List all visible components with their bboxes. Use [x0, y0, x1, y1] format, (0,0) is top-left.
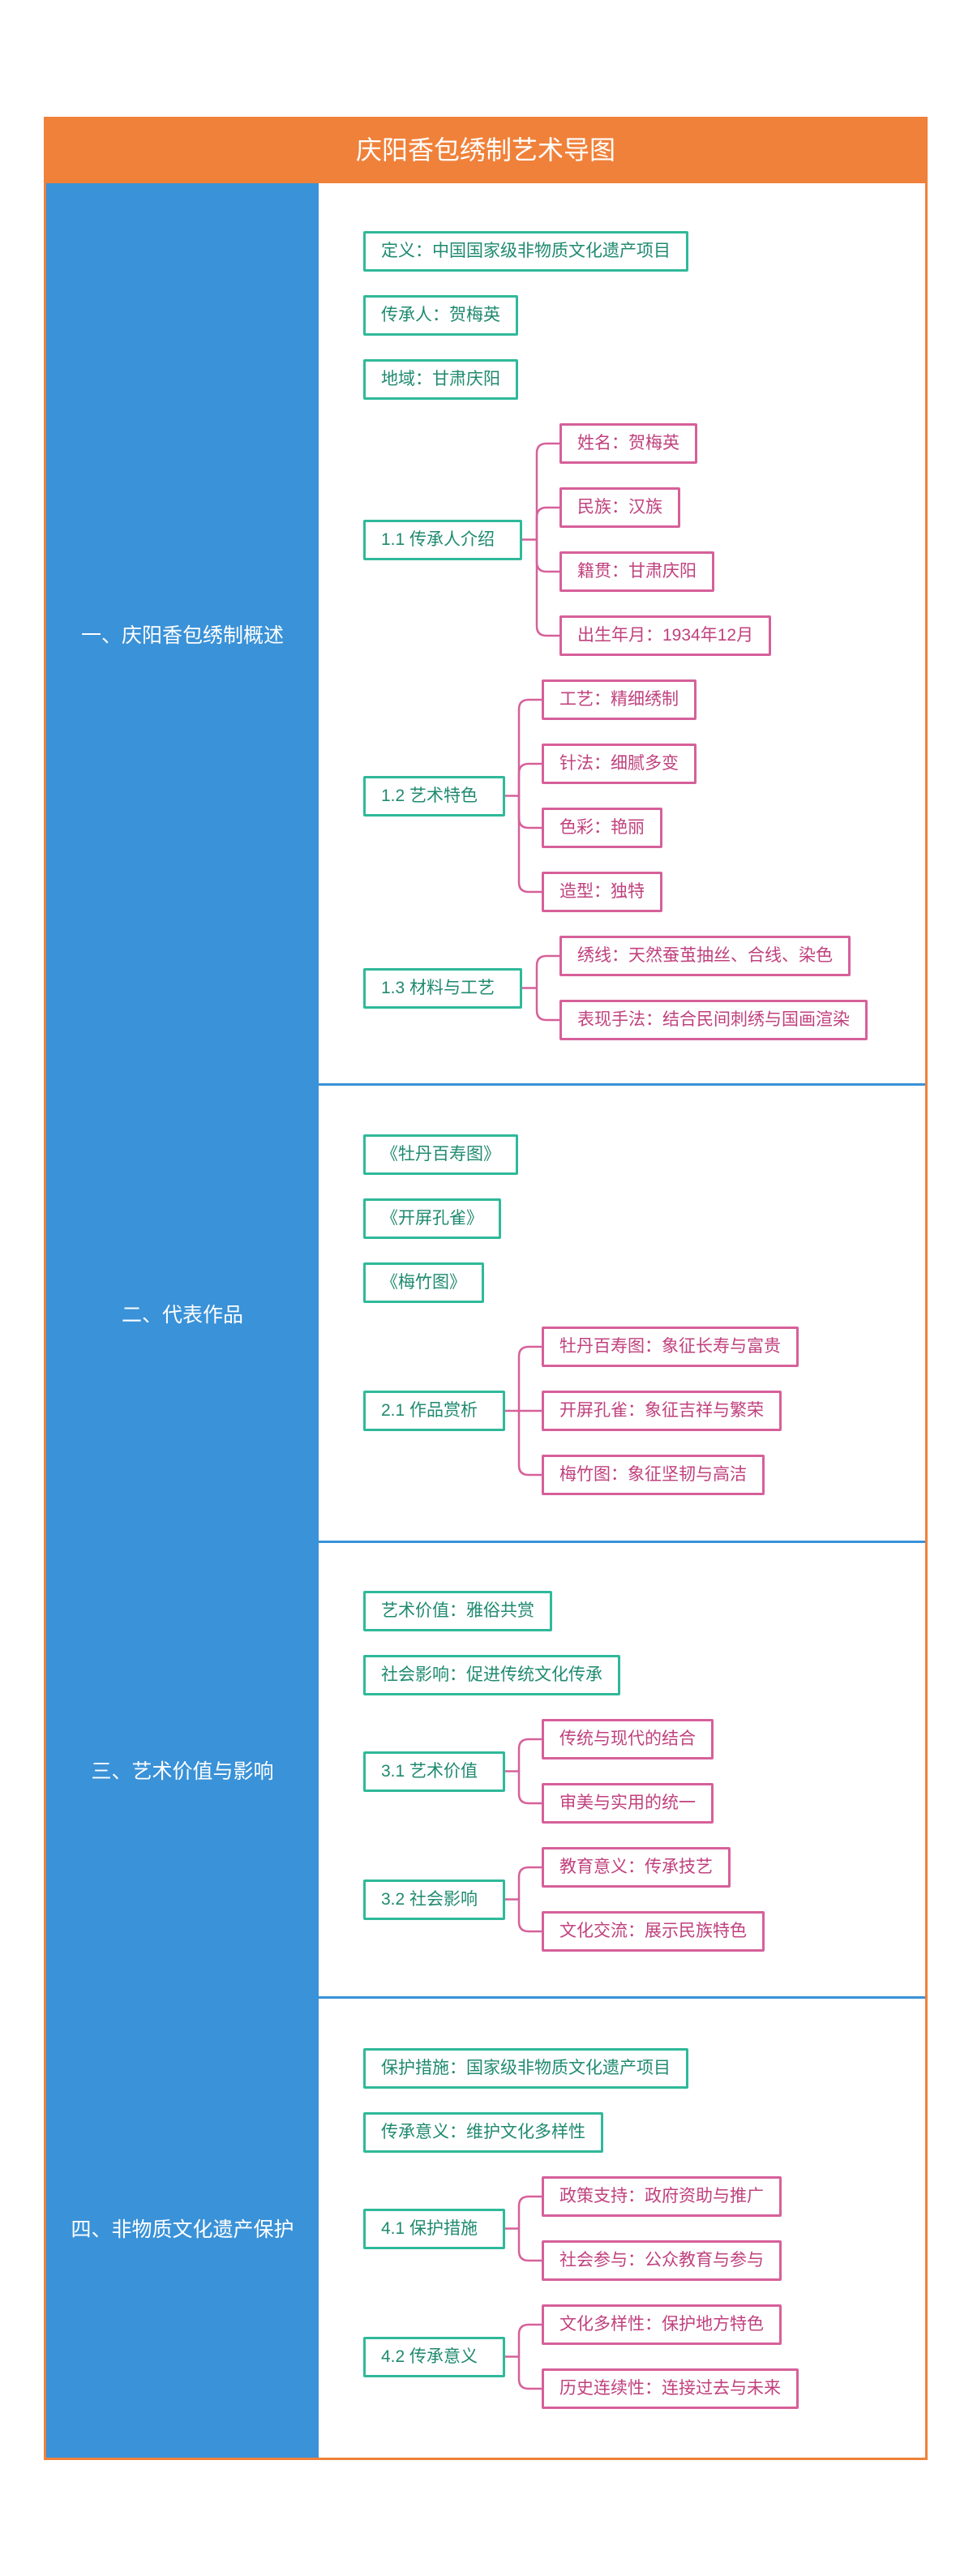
section-label[interactable]: 三、艺术价值与影响	[46, 1542, 319, 1998]
leaf-node[interactable]: 梅竹图：象征坚韧与高洁	[542, 1455, 765, 1495]
leaf-node[interactable]: 文化多样性：保护地方特色	[542, 2304, 782, 2345]
leaf-node[interactable]: 文化交流：展示民族特色	[542, 1911, 765, 1952]
leaf-node[interactable]: 色彩：艳丽	[542, 808, 662, 848]
leaf-node[interactable]: 审美与实用的统一	[542, 1783, 714, 1824]
topic-item[interactable]: 《开屏孔雀》	[363, 1198, 501, 1239]
leaf-node[interactable]: 民族：汉族	[559, 487, 680, 528]
leaf-node[interactable]: 传统与现代的结合	[542, 1719, 714, 1759]
topic-item[interactable]: 保护措施：国家级非物质文化遗产项目	[363, 2048, 688, 2089]
leaf-node[interactable]: 社会参与：公众教育与参与	[542, 2240, 782, 2281]
section-label[interactable]: 四、非物质文化遗产保护	[46, 1998, 319, 2458]
subtopic-node[interactable]: 1.1 传承人介绍	[363, 519, 522, 560]
leaf-node[interactable]: 历史连续性：连接过去与未来	[542, 2368, 799, 2409]
leaf-node[interactable]: 开屏孔雀：象征吉祥与繁荣	[542, 1391, 782, 1431]
topic-item[interactable]: 传承意义：维护文化多样性	[363, 2112, 603, 2153]
section-label[interactable]: 一、庆阳香包绣制概述	[46, 183, 319, 1085]
topic-item[interactable]: 社会影响：促进传统文化传承	[363, 1655, 620, 1695]
connector-line	[517, 2323, 542, 2357]
page-title: 庆阳香包绣制艺术导图	[44, 117, 928, 183]
leaf-node[interactable]: 教育意义：传承技艺	[542, 1847, 731, 1888]
subtopic-node[interactable]: 4.1 保护措施	[363, 2208, 505, 2249]
connector-line	[517, 2356, 542, 2390]
subtopic-node[interactable]: 4.2 传承意义	[363, 2336, 505, 2377]
connector-line	[517, 2228, 542, 2262]
connector-line	[517, 1411, 542, 1477]
connector-line	[535, 539, 559, 637]
leaf-node[interactable]: 牡丹百寿图：象征长寿与富贵	[542, 1327, 799, 1367]
connector-line	[517, 795, 542, 829]
connector-line	[517, 2195, 542, 2229]
connector-line	[517, 762, 542, 796]
section-divider	[319, 1996, 925, 1999]
connector-line	[517, 1771, 542, 1805]
subtopic-node[interactable]: 1.3 材料与工艺	[363, 967, 522, 1009]
connector-line	[535, 954, 559, 988]
leaf-node[interactable]: 绣线：天然蚕茧抽丝、合线、染色	[559, 936, 851, 976]
section-divider	[319, 1541, 925, 1543]
section-label[interactable]: 二、代表作品	[46, 1085, 319, 1542]
leaf-node[interactable]: 造型：独特	[542, 872, 662, 912]
leaf-node[interactable]: 政策支持：政府资助与推广	[542, 2176, 782, 2217]
connector-line	[517, 698, 542, 796]
subtopic-node[interactable]: 2.1 作品赏析	[363, 1391, 505, 1431]
topic-item[interactable]: 《梅竹图》	[363, 1262, 484, 1303]
leaf-node[interactable]: 姓名：贺梅英	[559, 423, 697, 464]
subtopic-node[interactable]: 1.2 艺术特色	[363, 775, 505, 817]
subtopic-node[interactable]: 3.1 艺术价值	[363, 1751, 505, 1792]
connector-line	[535, 988, 559, 1022]
topic-item[interactable]: 《牡丹百寿图》	[363, 1134, 518, 1175]
connector-line	[517, 1345, 542, 1411]
connector-line	[517, 1738, 542, 1772]
leaf-node[interactable]: 工艺：精细绣制	[542, 679, 697, 720]
leaf-node[interactable]: 出生年月：1934年12月	[559, 615, 771, 656]
connector-line	[535, 506, 559, 540]
leaf-node[interactable]: 籍贯：甘肃庆阳	[559, 551, 714, 592]
connector-line	[535, 442, 559, 540]
connector-line	[517, 795, 542, 894]
topic-item[interactable]: 传承人：贺梅英	[363, 295, 518, 336]
topic-item[interactable]: 定义：中国国家级非物质文化遗产项目	[363, 231, 688, 272]
leaf-node[interactable]: 表现手法：结合民间刺绣与国画渲染	[559, 1000, 868, 1040]
connector-line	[535, 539, 559, 573]
topic-item[interactable]: 地域：甘肃庆阳	[363, 359, 518, 400]
topic-item[interactable]: 艺术价值：雅俗共赏	[363, 1591, 552, 1631]
connector-line	[517, 1866, 542, 1900]
connector-line	[517, 1899, 542, 1933]
section-divider	[319, 1083, 925, 1086]
subtopic-node[interactable]: 3.2 社会影响	[363, 1879, 505, 1920]
leaf-node[interactable]: 针法：细腻多变	[542, 744, 697, 784]
